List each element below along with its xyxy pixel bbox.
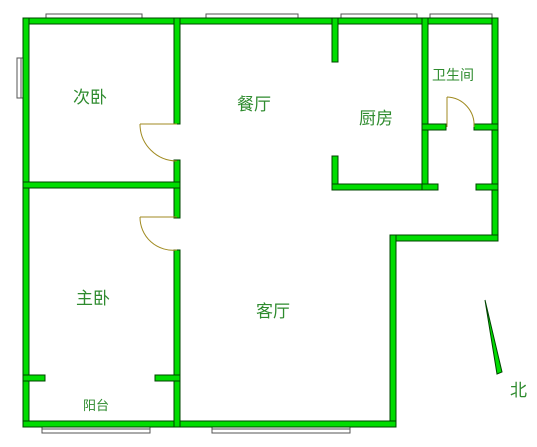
door-bathroom: [446, 96, 475, 128]
door-second-bedroom: [139, 123, 178, 162]
room-label-living: 客厅: [256, 302, 290, 322]
room-label-master-bedroom: 主卧: [76, 289, 110, 309]
room-label-bathroom: 卫生间: [432, 68, 474, 84]
north-compass: 北: [484, 299, 527, 401]
north-arrow-icon: [484, 299, 503, 375]
doors: [139, 96, 475, 251]
room-label-kitchen: 厨房: [359, 109, 393, 129]
walls: [22, 17, 499, 428]
windows: [16, 13, 493, 434]
room-label-second-bedroom: 次卧: [73, 88, 107, 108]
room-label-dining: 餐厅: [237, 95, 271, 115]
room-labels: 次卧 餐厅 厨房 卫生间 主卧 客厅 阳台: [73, 68, 474, 414]
door-master-bedroom: [139, 216, 178, 251]
north-label: 北: [510, 381, 527, 401]
room-label-balcony: 阳台: [83, 399, 109, 414]
